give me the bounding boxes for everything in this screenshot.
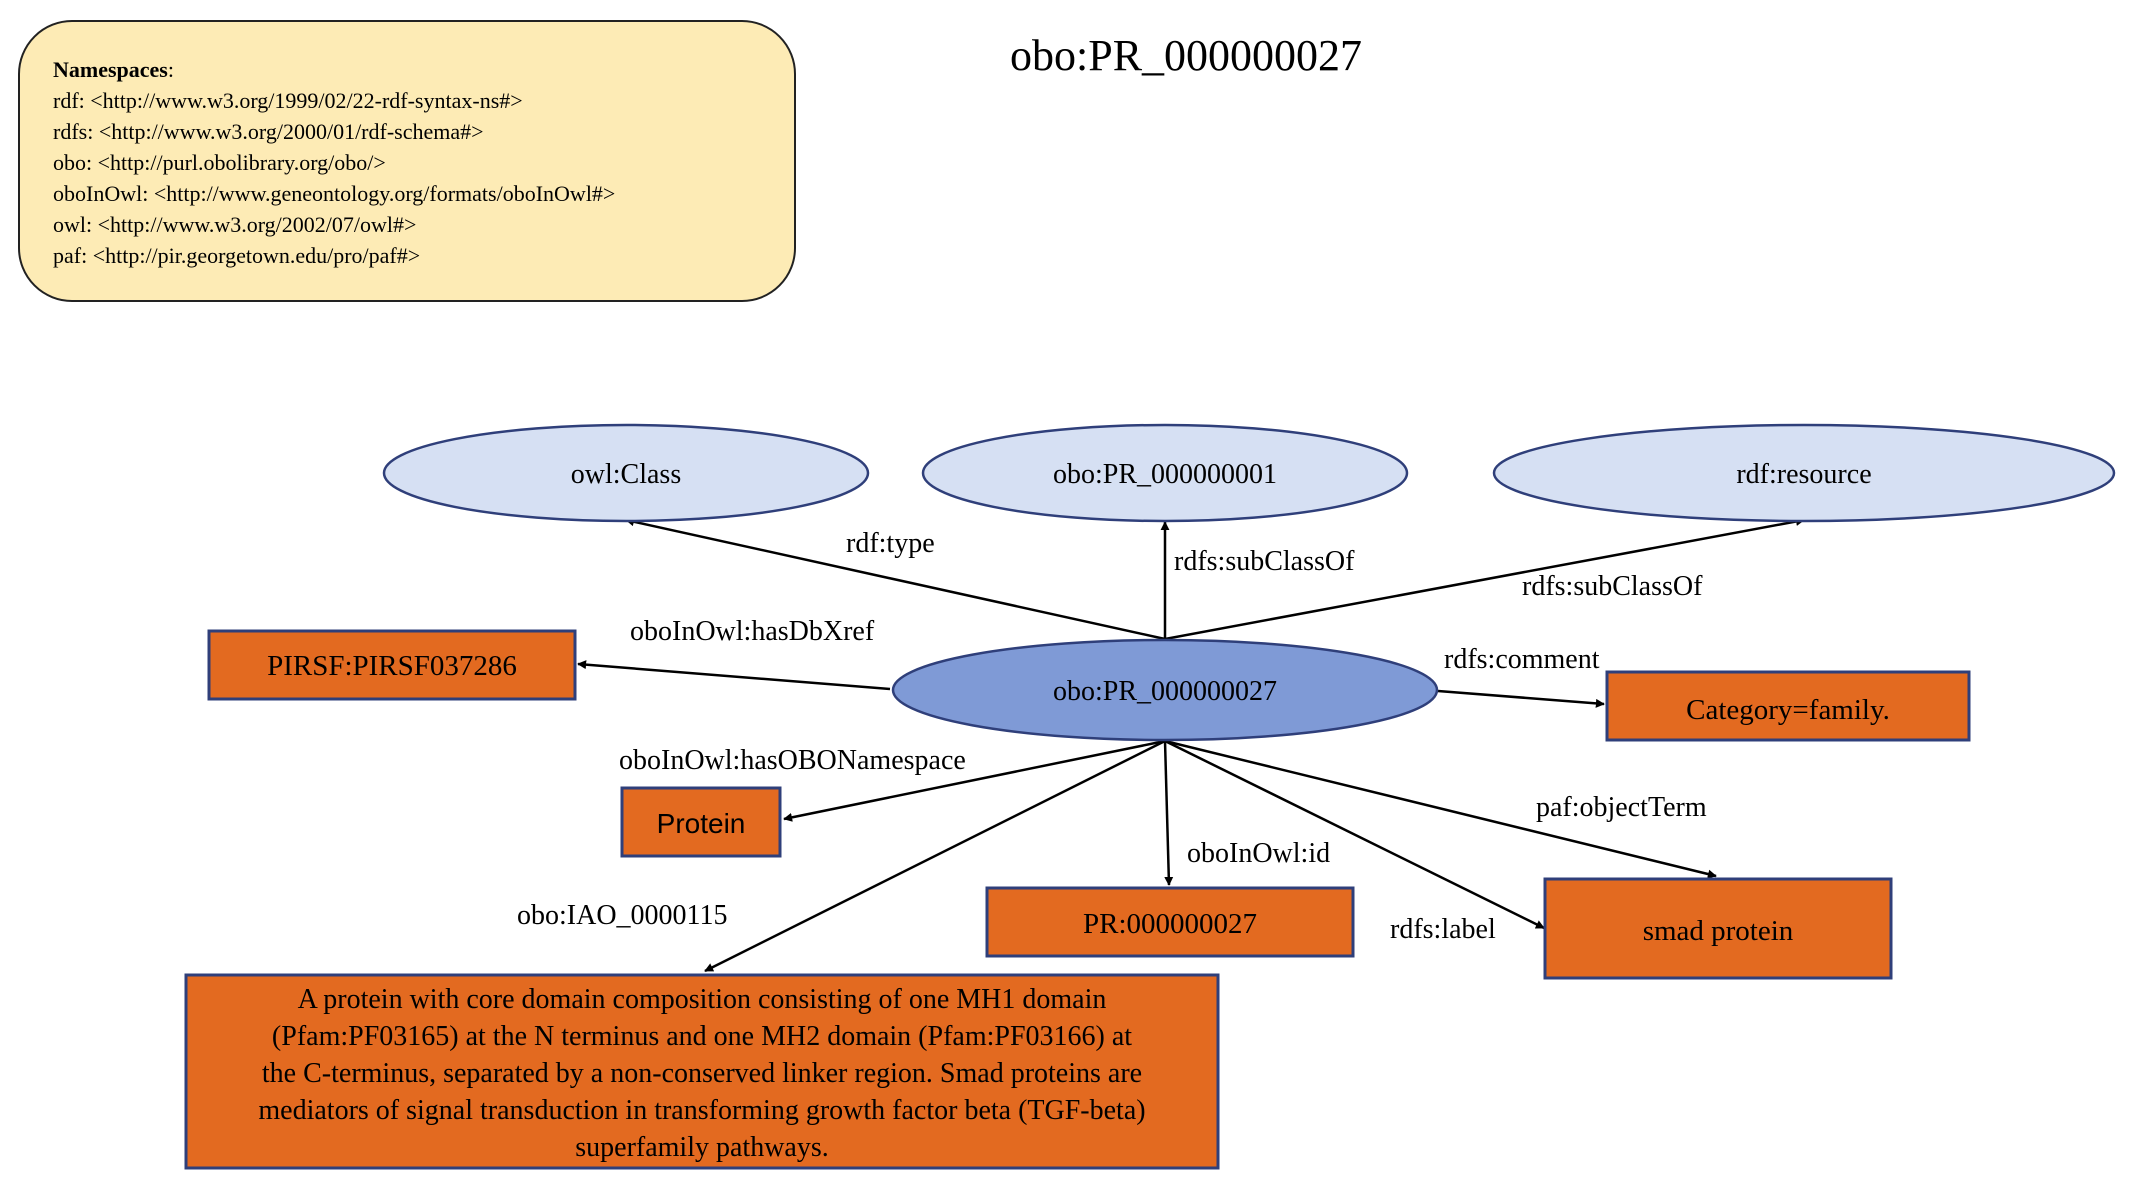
namespace-line-owl: owl: <http://www.w3.org/2002/07/owl#> (53, 212, 417, 237)
edge-rdfs-label (1164, 739, 1545, 930)
node-definition-line: A protein with core domain composition c… (298, 984, 1107, 1015)
edge-hasdbxref (577, 660, 891, 691)
node-label: smad protein (1543, 877, 1893, 980)
namespace-line-oboinowl: oboInOwl: <http://www.geneontology.org/f… (53, 181, 616, 206)
edge-label-subclass-resource: rdfs:subClassOf (1522, 571, 1703, 602)
edge-comment (1437, 689, 1605, 708)
edge-label-rdfs-label: rdfs:label (1390, 914, 1496, 945)
page-title: obo:PR_000000027 (1010, 31, 1363, 80)
edge-label-comment: rdfs:comment (1444, 644, 1600, 675)
node-pirsf: PIRSF:PIRSF037286 (207, 629, 577, 701)
node-pr-id-label: PR:000000027 (1083, 908, 1257, 940)
node-rdf-resource-label: rdf:resource (1736, 459, 1871, 490)
edge-label-subclass-parent: rdfs:subClassOf (1174, 546, 1355, 577)
node-rdf-resource: rdf:resource (1492, 423, 2116, 523)
namespace-line-paf: paf: <http://pir.georgetown.edu/pro/paf#… (53, 243, 421, 268)
node-center-label: obo:PR_000000027 (1053, 676, 1277, 707)
edge-label-hasdbxref: oboInOwl:hasDbXref (630, 616, 875, 647)
node-definition-line: the C-terminus, separated by a non-conse… (262, 1058, 1142, 1089)
node-pr-id: PR:000000027 (985, 886, 1355, 958)
namespaces-header: Namespaces: (53, 57, 174, 82)
node-category-label: Category=family. (1686, 694, 1890, 726)
node-owl-class: owl:Class (382, 423, 870, 523)
node-label-text: smad protein (1643, 915, 1794, 947)
node-definition-line: mediators of signal transduction in tran… (258, 1095, 1145, 1126)
node-category: Category=family. (1605, 670, 1971, 742)
edge-label-id: oboInOwl:id (1187, 838, 1330, 869)
node-definition: A protein with core domain composition c… (184, 973, 1220, 1170)
node-owl-class-label: owl:Class (571, 459, 681, 490)
node-center: obo:PR_000000027 (891, 638, 1439, 742)
node-definition-line: superfamily pathways. (575, 1132, 829, 1163)
node-pirsf-label: PIRSF:PIRSF037286 (267, 650, 517, 682)
namespace-line-obo: obo: <http://purl.obolibrary.org/obo/> (53, 150, 386, 175)
namespace-line-rdf: rdf: <http://www.w3.org/1999/02/22-rdf-s… (53, 88, 523, 113)
edge-objectterm (1164, 739, 1717, 879)
edge-id (1163, 740, 1174, 886)
edge-iao (704, 739, 1166, 973)
node-parent: obo:PR_000000001 (921, 423, 1409, 523)
edge-hasobonamespace (783, 739, 1166, 822)
edge-label-objectterm: paf:objectTerm (1536, 792, 1707, 823)
edge-rdf-type (625, 517, 1166, 641)
node-protein: Protein (620, 786, 782, 858)
namespace-line-rdfs: rdfs: <http://www.w3.org/2000/01/rdf-sch… (53, 119, 484, 144)
node-parent-label: obo:PR_000000001 (1053, 459, 1277, 490)
namespaces-box: Namespaces: rdf: <http://www.w3.org/1999… (18, 20, 796, 302)
edge-subclass-resource (1164, 517, 1805, 641)
node-protein-label: Protein (657, 808, 746, 839)
edge-label-iao: obo:IAO_0000115 (517, 900, 728, 931)
node-definition-line: (Pfam:PF03165) at the N terminus and one… (272, 1021, 1132, 1052)
edge-label-hasobonamespace: oboInOwl:hasOBONamespace (619, 745, 966, 776)
edge-label-rdf-type: rdf:type (846, 528, 935, 559)
